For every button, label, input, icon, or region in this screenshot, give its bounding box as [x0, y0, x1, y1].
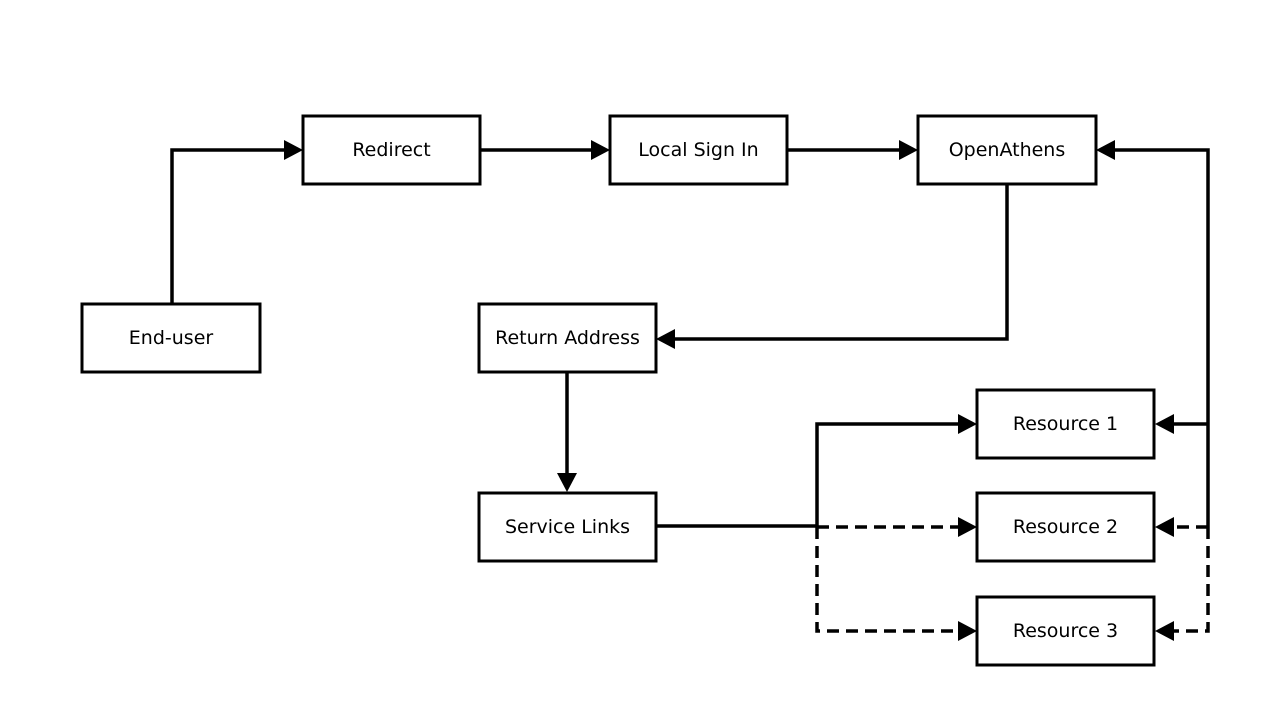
return-address-box	[477, 302, 658, 374]
arrow-into-service-links	[557, 473, 577, 492]
node-end-user: End-user	[80, 302, 262, 374]
arrow-into-return-address	[656, 329, 675, 349]
arrow-into-resource-2	[958, 517, 977, 537]
edge-service-links-to-resource-3	[815, 527, 960, 633]
node-return-address: Return Address	[477, 302, 658, 374]
end-user-label: End-user	[129, 327, 214, 349]
arrow-back-into-resource-2	[1155, 517, 1174, 537]
edge-openathens-to-return-address	[674, 184, 1009, 341]
openathens-label: OpenAthens	[949, 139, 1066, 161]
resource-1-box	[975, 388, 1156, 460]
edge-service-links-to-resource-1	[657, 422, 960, 528]
arrow-back-into-resource-3	[1155, 621, 1174, 641]
arrow-into-redirect	[284, 140, 303, 160]
node-service-links: Service Links	[477, 491, 658, 563]
node-local-sign-in: Local Sign In	[608, 114, 789, 186]
resource-1-label: Resource 1	[1013, 413, 1118, 435]
arrow-into-local-sign-in	[591, 140, 610, 160]
edges	[170, 140, 1210, 641]
resource-3-box	[975, 595, 1156, 667]
arrow-into-openathens-left	[899, 140, 918, 160]
edge-resource-1-to-openathens	[1113, 148, 1210, 527]
arrow-back-into-resource-1	[1155, 414, 1174, 434]
node-redirect: Redirect	[301, 114, 482, 186]
local-sign-in-label: Local Sign In	[638, 139, 758, 161]
resource-2-box	[975, 491, 1156, 563]
arrow-into-resource-3	[958, 621, 977, 641]
arrow-into-openathens-right	[1096, 140, 1115, 160]
return-address-label: Return Address	[495, 327, 640, 349]
local-sign-in-box	[608, 114, 789, 186]
node-resource-2: Resource 2	[975, 491, 1156, 563]
service-links-label: Service Links	[505, 516, 630, 538]
openathens-box	[916, 114, 1098, 186]
redirect-label: Redirect	[352, 139, 430, 161]
edge-resource-3-to-trunk	[1172, 527, 1210, 633]
node-openathens: OpenAthens	[916, 114, 1098, 186]
node-resource-1: Resource 1	[975, 388, 1156, 460]
resource-3-label: Resource 3	[1013, 620, 1118, 642]
node-resource-3: Resource 3	[975, 595, 1156, 667]
arrow-into-resource-1	[958, 414, 977, 434]
resource-2-label: Resource 2	[1013, 516, 1118, 538]
service-links-box	[477, 491, 658, 563]
end-user-box	[80, 302, 262, 374]
edge-end-user-to-redirect	[170, 148, 286, 303]
redirect-box	[301, 114, 482, 186]
